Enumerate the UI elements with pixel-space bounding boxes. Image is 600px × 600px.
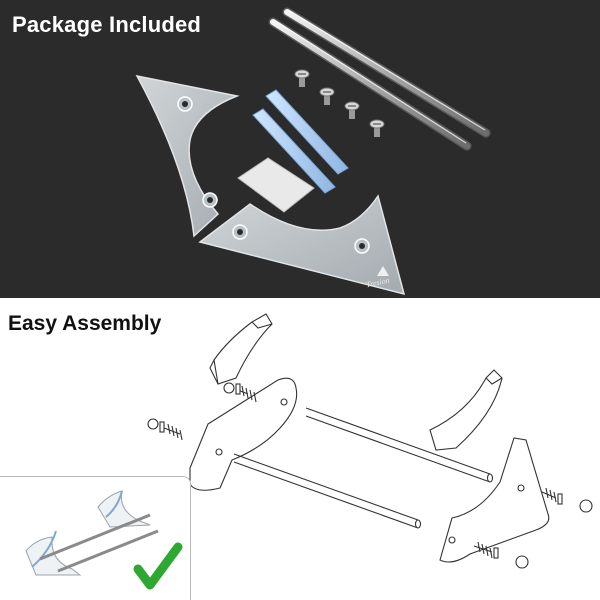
easy-assembly-title: Easy Assembly <box>8 312 162 335</box>
checkmark-icon <box>133 542 183 590</box>
screw-1 <box>294 69 310 87</box>
adhesive-sheet <box>237 157 315 213</box>
brand-logo-icon <box>377 266 389 276</box>
assembly-diagram <box>147 313 593 569</box>
assembled-stand-inset <box>0 476 191 600</box>
screw-4 <box>369 119 385 137</box>
package-included-panel: Package Included Tresion <box>0 0 600 298</box>
screw-back-right <box>541 487 593 513</box>
cushion-pad-1 <box>265 89 349 175</box>
screw-back-left <box>223 382 257 403</box>
metal-rod-2 <box>268 17 472 151</box>
cushion-arm-left <box>213 313 273 385</box>
acrylic-bracket-2 <box>198 194 406 296</box>
screw-front-left <box>147 418 183 441</box>
back-bracket <box>189 377 298 491</box>
package-included-title: Package Included <box>12 12 202 37</box>
metal-rod-1 <box>282 7 491 138</box>
package-contents-photo <box>135 7 491 296</box>
cushion-pad-2 <box>252 108 336 194</box>
screw-front-right <box>473 541 529 569</box>
acrylic-bracket-1 <box>135 74 240 238</box>
screw-2 <box>319 87 335 105</box>
rod-front <box>233 453 422 529</box>
cushion-arm-right <box>429 369 503 451</box>
rod-back <box>305 407 494 483</box>
front-bracket <box>439 437 550 563</box>
screw-3 <box>344 101 360 119</box>
assembled-stand-illustration <box>25 490 183 590</box>
easy-assembly-panel: Easy Assembly <box>0 298 600 600</box>
